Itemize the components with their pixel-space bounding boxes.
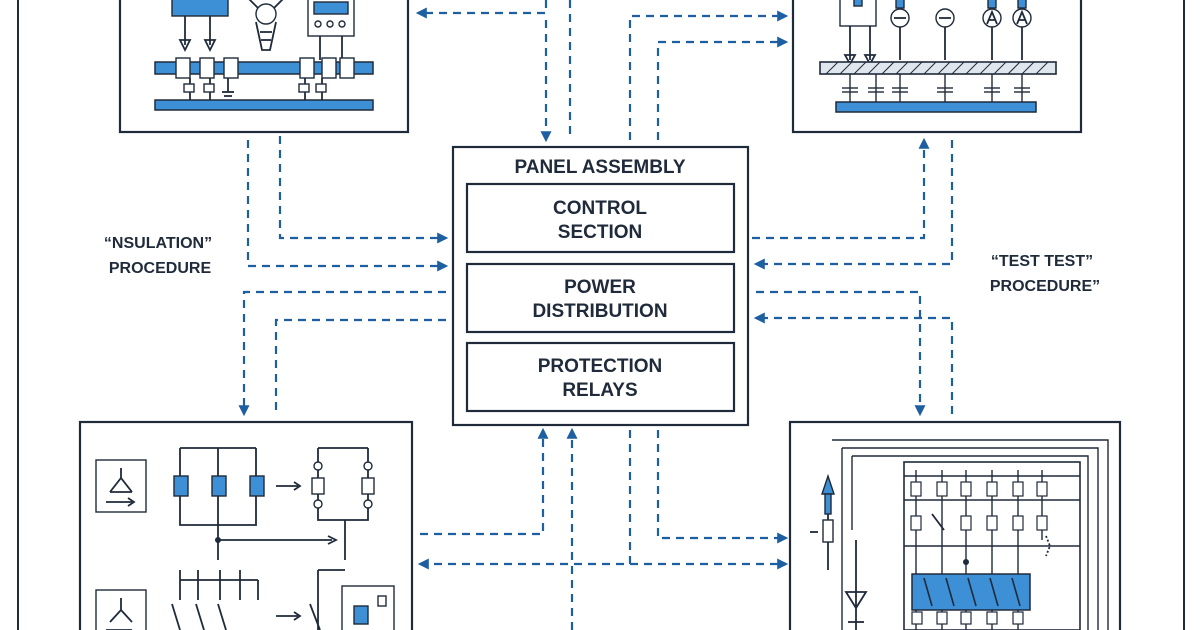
control-section-line2: SECTION [558,222,642,243]
flow-arrow [274,318,446,414]
protection-relays-line1: PROTECTION [538,356,663,377]
busbar-lower-right [835,101,1037,113]
control-section-box: CONTROL SECTION [465,182,736,254]
insulation-label-line1: “NSULATION” [104,235,212,252]
flow-arrow [278,136,449,244]
panel-assembly-block: PANEL ASSEMBLY CONTROL SECTION POWER DIS… [451,145,750,427]
flow-arrow [628,10,789,140]
control-section-line1: CONTROL [553,198,647,219]
power-distribution-line2: DISTRIBUTION [532,301,667,322]
flow-arrow [753,140,954,270]
flow-arrow [420,427,549,536]
flow-arrow [752,137,930,240]
test-label-line2: PROCEDURE” [990,278,1100,295]
flow-arrow [753,312,954,414]
power-distribution-box: POWER DISTRIBUTION [465,262,736,334]
test-probe-icon [810,473,835,570]
display-module-icon [171,0,229,17]
flow-arrow [417,430,632,570]
meter-device-icon [307,0,355,60]
flow-connectors [238,0,954,630]
power-distribution-line1: POWER [564,277,636,298]
schematic-bottom-right [788,420,1122,630]
ammeter-icon [890,0,1032,60]
test-label-line1: “TEST TEST” [991,253,1093,270]
panel-title: PANEL ASSEMBLY [514,157,685,178]
flow-arrow [656,36,789,140]
insulator-icon [248,0,284,51]
flow-arrow [246,140,449,272]
flow-arrow [415,0,548,19]
flow-arrow [656,430,789,544]
schematic-top-right [791,0,1083,134]
busbar-lower [154,99,374,111]
schematic-top-left [118,0,410,134]
insulation-label-line2: PROCEDURE [109,260,212,277]
outer-frame [17,0,1185,630]
antenna-ground-icon [844,540,868,630]
transformer-symbol-icon [95,459,147,513]
protection-relays-line2: RELAYS [562,380,637,401]
wye-symbol-icon [95,589,147,630]
schematic-bottom-left [78,420,414,630]
flow-arrow [756,290,926,417]
flow-arrow [238,290,446,417]
protection-relays-box: PROTECTION RELAYS [465,341,736,413]
